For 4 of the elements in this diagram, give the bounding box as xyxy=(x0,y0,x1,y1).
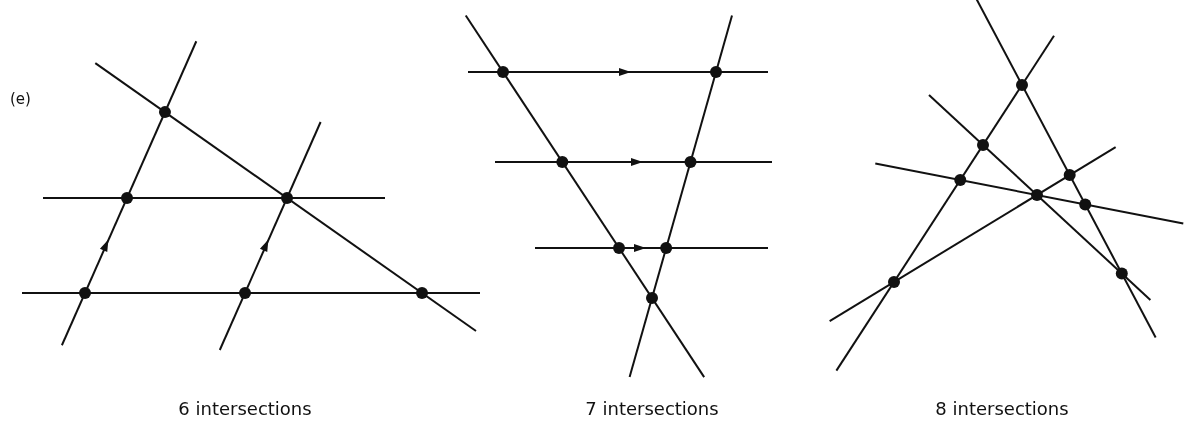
panel-label: (e) xyxy=(10,90,31,108)
caption-text: 8 intersections xyxy=(935,398,1069,419)
caption-text: 7 intersections xyxy=(585,398,719,419)
caption-text: 6 intersections xyxy=(178,398,312,419)
